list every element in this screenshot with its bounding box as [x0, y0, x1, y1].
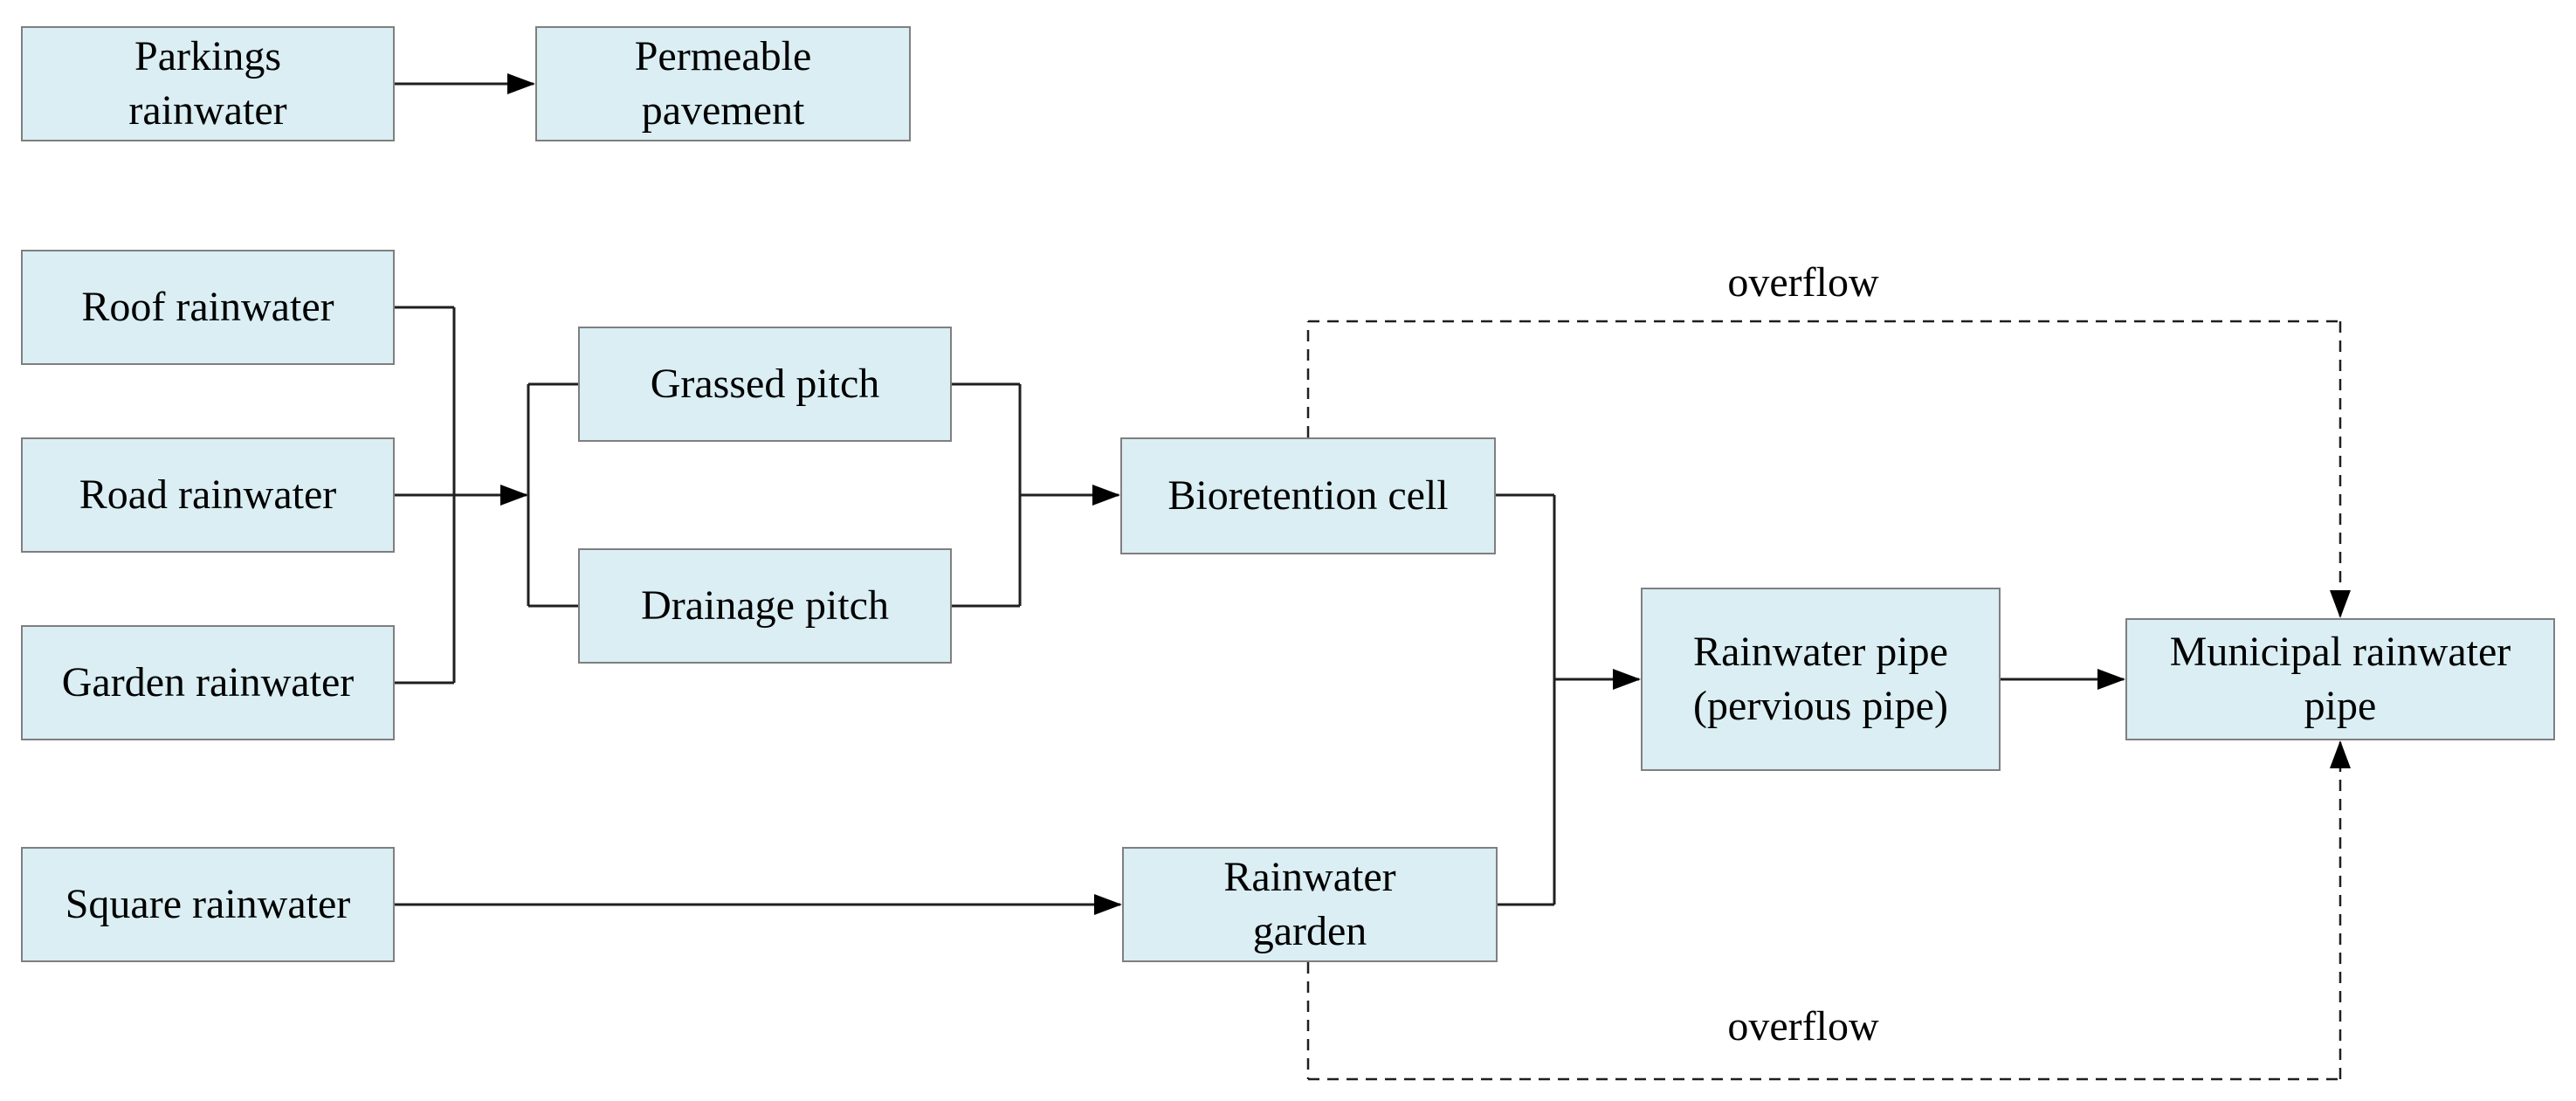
node-label: Municipal rainwater pipe: [2169, 628, 2511, 729]
node-parkings-rainwater: Parkings rainwater: [21, 26, 395, 141]
node-label: Grassed pitch: [650, 360, 880, 407]
node-label: Permeable pavement: [634, 32, 812, 134]
node-municipal-rainwater-pipe: Municipal rainwater pipe: [2125, 618, 2555, 740]
node-label: Parkings rainwater: [128, 32, 287, 134]
node-label: Bioretention cell: [1167, 471, 1449, 519]
node-garden-rainwater: Garden rainwater: [21, 625, 395, 740]
node-label: Roof rainwater: [81, 283, 334, 330]
node-rainwater-pipe: Rainwater pipe (pervious pipe): [1641, 588, 2001, 771]
overflow-label-bottom: overflow: [1727, 1003, 1879, 1049]
node-label: Rainwater garden: [1223, 853, 1396, 954]
overflow-label-top: overflow: [1727, 259, 1879, 306]
node-permeable-pavement: Permeable pavement: [535, 26, 911, 141]
node-bioretention-cell: Bioretention cell: [1120, 437, 1496, 554]
node-label: Square rainwater: [65, 880, 351, 927]
node-drainage-pitch: Drainage pitch: [578, 548, 952, 664]
node-square-rainwater: Square rainwater: [21, 847, 395, 962]
node-label: Road rainwater: [79, 471, 337, 518]
node-roof-rainwater: Roof rainwater: [21, 250, 395, 365]
node-label: Drainage pitch: [641, 581, 889, 629]
node-label: Rainwater pipe (pervious pipe): [1693, 628, 1948, 729]
node-label: Garden rainwater: [61, 658, 355, 705]
node-rainwater-garden: Rainwater garden: [1122, 847, 1498, 962]
node-road-rainwater: Road rainwater: [21, 437, 395, 553]
node-grassed-pitch: Grassed pitch: [578, 327, 952, 442]
